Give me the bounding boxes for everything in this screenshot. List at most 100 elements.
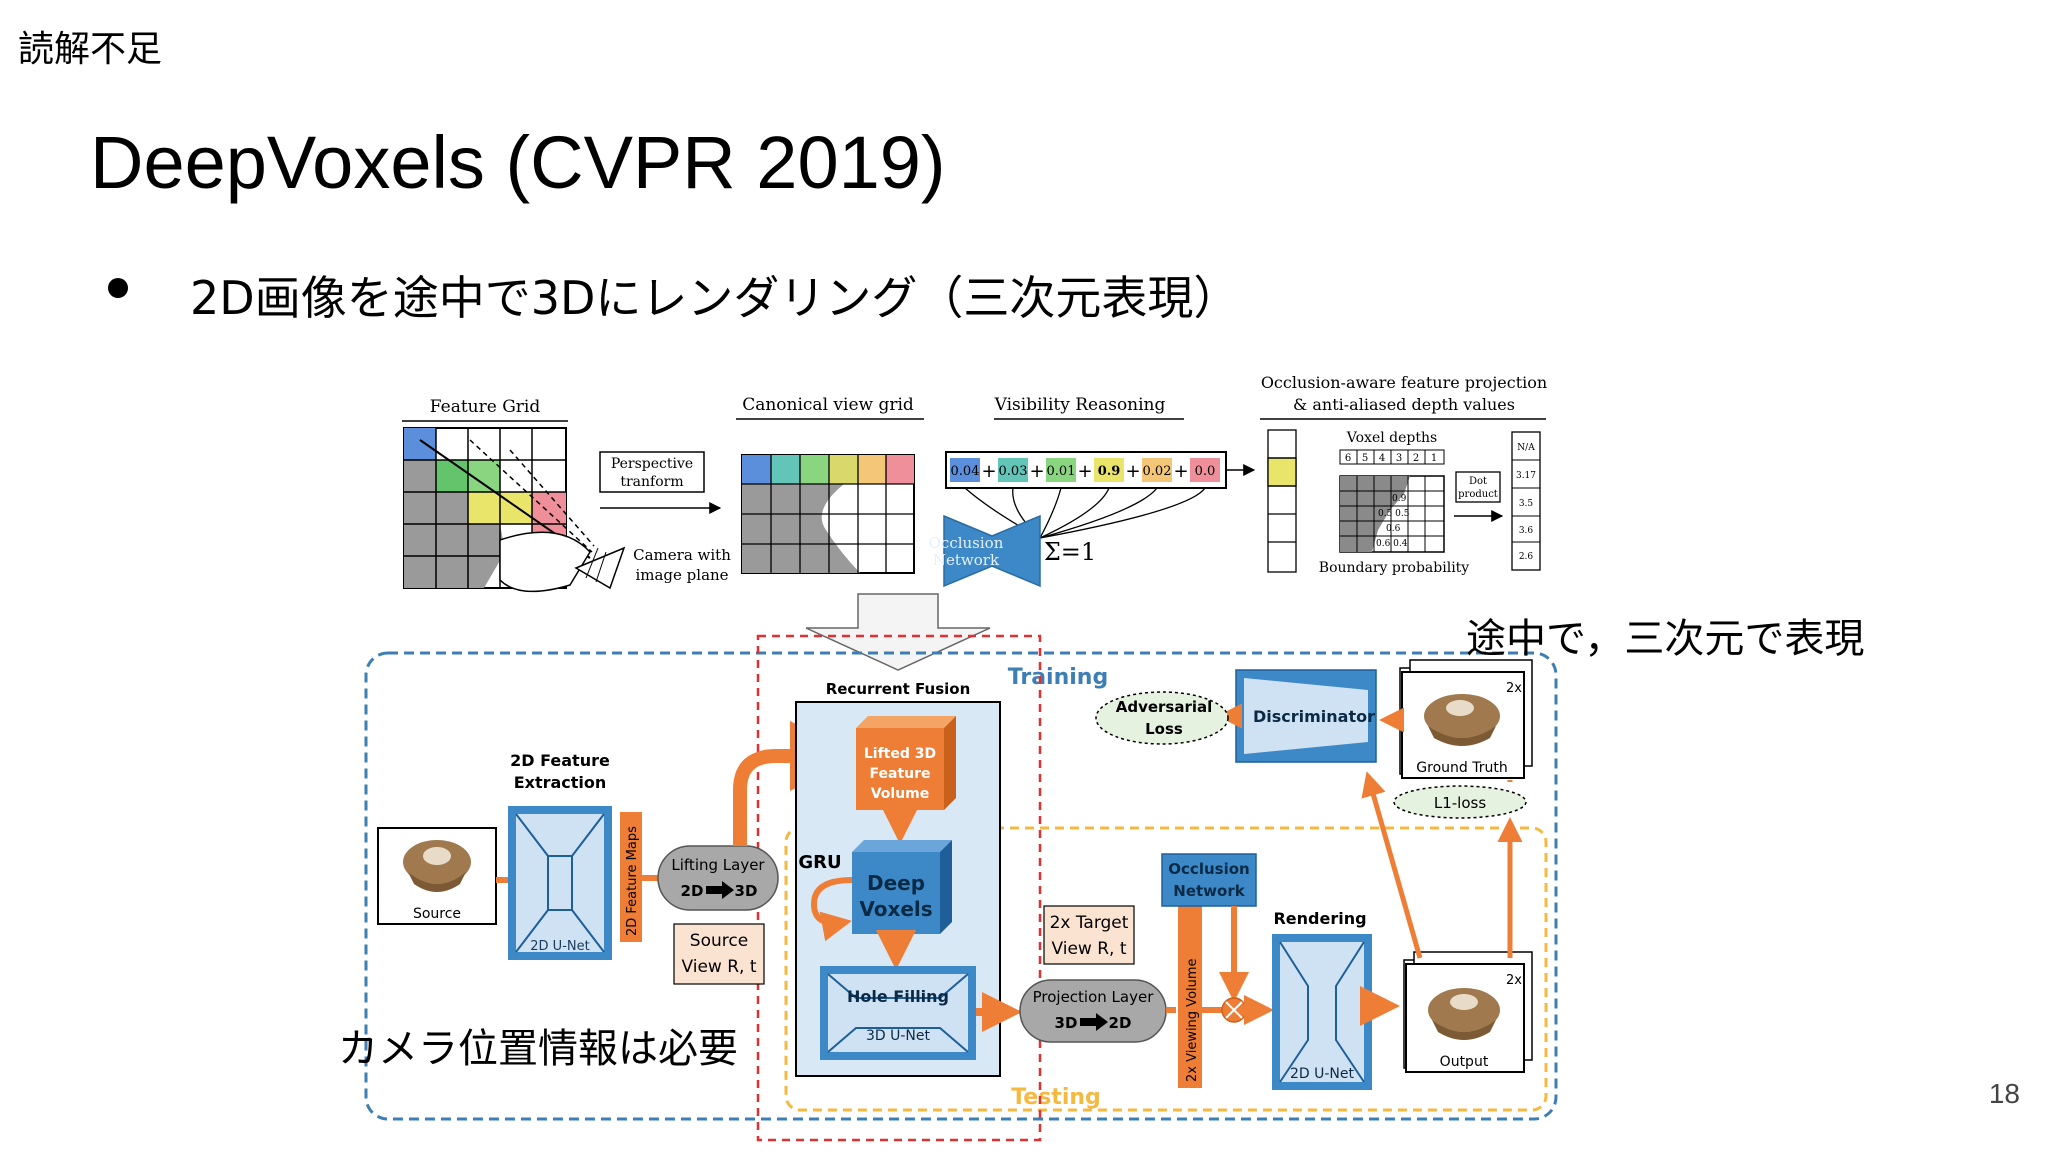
- rendering-label: Rendering: [1273, 909, 1366, 928]
- feature-maps-bar: [620, 812, 642, 942]
- right-note: 途中で，三次元で表現: [1466, 616, 1865, 662]
- depth-column: [1267, 429, 1297, 573]
- depth-6: 6: [1345, 453, 1351, 464]
- canonical-grid: [741, 454, 915, 574]
- boundary-label: Boundary probability: [1319, 560, 1470, 576]
- depth-3: 3: [1396, 453, 1402, 464]
- svg-text:+: +: [1125, 461, 1140, 482]
- depth-4: 4: [1379, 453, 1385, 464]
- ground-truth-label: Ground Truth: [1416, 760, 1507, 776]
- dot-product-2: product: [1458, 489, 1498, 500]
- svg-text:+: +: [1173, 461, 1188, 482]
- lifted-2: Feature: [870, 766, 931, 782]
- boundary-matrix: 0.9 0.5 0.5 0.6 0.6 0.4: [1339, 475, 1445, 553]
- rendering-unet-label: 2D U-Net: [1290, 1066, 1355, 1082]
- l1-loss-block: [1393, 785, 1527, 819]
- deep-voxels-1: Deep: [867, 871, 925, 895]
- feature-extraction-1: 2D Feature: [510, 751, 610, 770]
- matrix-val-4: 0.6 0.4: [1376, 539, 1408, 549]
- occ-net-2: Network: [1173, 882, 1245, 900]
- viewing-volume-bar: [1178, 904, 1202, 1088]
- output-object-icon: [1428, 988, 1500, 1040]
- camera-label-1: Camera with: [633, 546, 731, 564]
- occlusion-title-2: & anti-aliased depth values: [1293, 395, 1515, 414]
- canonical-label: Canonical view grid: [742, 395, 914, 415]
- adversarial-1: Adversarial: [1116, 698, 1213, 716]
- matrix-val-1: 0.9: [1392, 494, 1407, 504]
- left-note: カメラ位置情報は必要: [338, 1026, 738, 1072]
- svg-text:+: +: [981, 461, 996, 482]
- output-2x: 2x: [1506, 973, 1522, 988]
- output-label: Output: [1440, 1054, 1489, 1070]
- target-view-2: View R, t: [1051, 939, 1126, 959]
- unet-2d-block: [508, 806, 612, 960]
- recurrent-fusion-label: Recurrent Fusion: [826, 680, 971, 698]
- weight-6: 0.0: [1195, 464, 1216, 479]
- occlusion-network-icon: [943, 514, 1041, 588]
- bullet-icon: [108, 278, 128, 298]
- down-arrow-icon: [805, 593, 991, 671]
- testing-label: Testing: [1011, 1085, 1101, 1110]
- slide-title: DeepVoxels (CVPR 2019): [90, 121, 946, 204]
- output-column: N/A 3.17 3.5 3.6 2.6: [1511, 431, 1541, 571]
- lifting-layer-block: [657, 845, 779, 911]
- source-object-icon: [403, 840, 471, 892]
- camera-icon: [574, 546, 626, 590]
- occlusion-title-1: Occlusion-aware feature projection: [1261, 373, 1547, 392]
- source-view-1: Source: [690, 931, 748, 951]
- weight-5: 0.02: [1143, 464, 1172, 479]
- corner-label: 読解不足: [18, 29, 163, 70]
- projection-3d: 3D: [1055, 1014, 1078, 1032]
- voxel-depths-label: Voxel depths: [1346, 430, 1437, 446]
- lifted-1: Lifted 3D: [864, 746, 936, 762]
- depth-numbers: 6 5 4 3 2 1: [1339, 449, 1445, 465]
- occlusion-network-top-2: Network: [933, 551, 1000, 569]
- out-val-1: N/A: [1517, 443, 1535, 453]
- lifting-3d: 3D: [735, 882, 758, 900]
- out-val-3: 3.5: [1519, 499, 1534, 509]
- matrix-val-2: 0.5 0.5: [1378, 509, 1410, 519]
- lifted-volume-cube: [856, 716, 956, 810]
- occlusion-network-top-1: Occlusion: [929, 534, 1004, 552]
- testing-frame: [784, 826, 1548, 1112]
- depth-5: 5: [1362, 453, 1368, 464]
- weight-3: 0.01: [1047, 464, 1076, 479]
- camera-label-2: image plane: [635, 566, 728, 584]
- lifting-label: Lifting Layer: [671, 856, 765, 874]
- svg-text:+: +: [1029, 461, 1044, 482]
- adversarial-2: Loss: [1145, 720, 1183, 738]
- visibility-label: Visibility Reasoning: [994, 395, 1166, 415]
- l1-loss-label: L1-loss: [1434, 794, 1486, 812]
- unet-2d-label: 2D U-Net: [530, 939, 589, 954]
- gru-loop-arrow: [810, 877, 853, 942]
- feature-grid: [403, 427, 595, 593]
- out-val-2: 3.17: [1516, 471, 1536, 481]
- feature-maps-label: 2D Feature Maps: [625, 826, 640, 936]
- gt-2x: 2x: [1506, 681, 1522, 696]
- training-label: Training: [1008, 665, 1108, 690]
- target-view-1: 2x Target: [1050, 913, 1129, 933]
- deep-voxels-cube: [852, 840, 952, 934]
- ground-truth-object-icon: [1424, 694, 1500, 746]
- projection-label: Projection Layer: [1033, 988, 1155, 1006]
- feature-grid-label: Feature Grid: [430, 397, 541, 417]
- source-label: Source: [413, 906, 461, 922]
- adversarial-loss-block: [1095, 691, 1229, 745]
- perspective-label-1: Perspective: [611, 456, 693, 472]
- occlusion-network-block: [1161, 853, 1257, 907]
- deep-voxels-2: Voxels: [859, 897, 932, 921]
- discriminator-label: Discriminator: [1253, 707, 1375, 726]
- occ-net-1: Occlusion: [1168, 860, 1249, 878]
- visibility-weights: 0.04 0.03 0.01 0.9 0.02 0.0 +++ ++: [950, 458, 1220, 482]
- matrix-val-3: 0.6: [1386, 524, 1401, 534]
- gru-label: GRU: [798, 852, 841, 873]
- rendering-unet-block: [1272, 934, 1372, 1090]
- pipeline-figure: Training Testing Source 2D Feature Extra…: [364, 634, 1558, 1142]
- weight-4: 0.9: [1098, 464, 1121, 479]
- svg-text:+: +: [1077, 461, 1092, 482]
- page-number: 18: [1988, 1078, 2020, 1109]
- weight-2: 0.03: [999, 464, 1028, 479]
- depth-2: 2: [1413, 453, 1419, 464]
- projection-2d: 2D: [1109, 1014, 1132, 1032]
